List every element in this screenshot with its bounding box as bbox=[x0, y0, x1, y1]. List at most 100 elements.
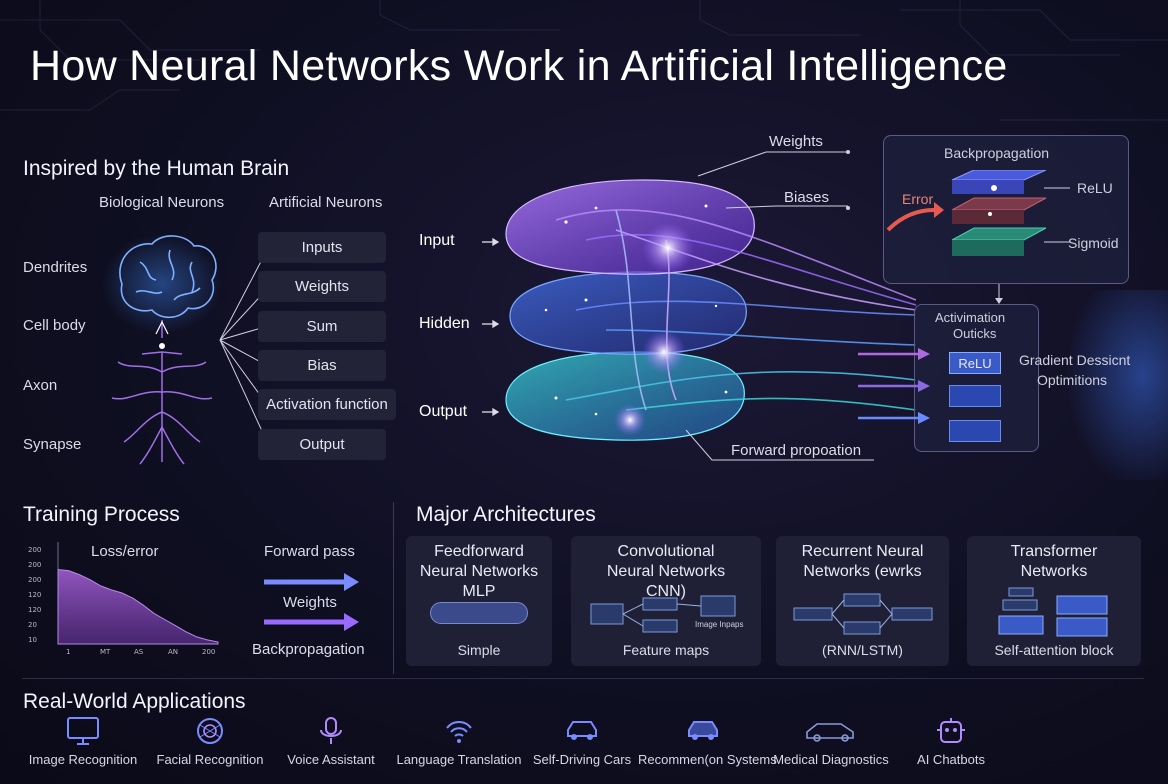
gradient-descent-line2: Optimitions bbox=[1037, 372, 1108, 388]
layer-label-output: Output bbox=[419, 403, 468, 420]
right-glow-decoration bbox=[1040, 290, 1168, 480]
app-name: Facial Recognition bbox=[156, 752, 264, 767]
transformer-subtitle: Self-attention block bbox=[994, 642, 1114, 658]
biological-neurons-header: Biological Neurons bbox=[99, 194, 225, 211]
loss-chart-x-tick: 1 bbox=[66, 648, 70, 656]
loss-area-series bbox=[57, 568, 219, 645]
applications-section-heading: Real-World Applications bbox=[23, 690, 246, 713]
section-divider bbox=[393, 502, 394, 674]
app-name: Language Translation bbox=[396, 752, 522, 767]
loss-chart-y-tick: 10 bbox=[28, 636, 37, 644]
activation-flow-arrows bbox=[858, 348, 930, 424]
cnn-subtitle: Feature maps bbox=[622, 642, 710, 658]
error-arrow-icon bbox=[886, 202, 944, 232]
app-voice-assistant: Voice Assistant bbox=[266, 716, 396, 767]
loss-chart-y-tick: 200 bbox=[28, 561, 41, 569]
training-flow-arrows bbox=[264, 573, 359, 631]
relu-label: ReLU bbox=[1077, 180, 1113, 196]
neuron-activation-box: Activation function bbox=[258, 389, 396, 420]
app-facial-recognition: Facial Recognition bbox=[145, 716, 275, 767]
face-scan-icon bbox=[197, 718, 223, 744]
training-weights-label: Weights bbox=[283, 594, 337, 611]
applications-divider bbox=[22, 678, 1144, 679]
wifi-signal-icon bbox=[446, 721, 472, 743]
transformer-diagram bbox=[998, 587, 1108, 637]
neuron-sum-box: Sum bbox=[258, 311, 386, 342]
backpropagation-panel: Backpropagation Error ReLU Sigmoid bbox=[883, 135, 1129, 284]
architecture-card-rnn: Recurrent Neural Networks (ewrks (RNN/LS… bbox=[776, 536, 949, 666]
rnn-diagram bbox=[793, 593, 933, 635]
brain-icon bbox=[119, 235, 217, 319]
activation-block-3 bbox=[949, 420, 1001, 442]
loss-chart-y-tick: 200 bbox=[28, 546, 41, 554]
bio-label-cell-body: Cell body bbox=[23, 317, 86, 334]
error-label: Error bbox=[902, 191, 934, 207]
training-backprop-label: Backpropagation bbox=[252, 641, 365, 658]
layer-label-input: Input bbox=[419, 232, 455, 249]
app-language-translation: Language Translation bbox=[394, 716, 524, 767]
app-name: Self-Driving Cars bbox=[532, 752, 632, 767]
neuron-icon bbox=[111, 320, 213, 465]
activation-relu-box: ReLU bbox=[949, 352, 1001, 374]
backpropagation-title: Backpropagation bbox=[944, 145, 1050, 161]
cnn-diagram bbox=[590, 595, 736, 633]
neuron-weights-box: Weights bbox=[258, 271, 386, 302]
loss-chart-title: Loss/error bbox=[91, 543, 159, 560]
app-name: Recommen(on Systems bbox=[638, 752, 777, 767]
activation-title-line1: Activimation bbox=[935, 310, 1006, 325]
car-icon bbox=[688, 721, 718, 740]
loss-chart-x-tick: AN bbox=[168, 648, 178, 656]
bio-label-dendrites: Dendrites bbox=[23, 259, 88, 276]
loss-chart-x-tick: MT bbox=[100, 648, 111, 656]
panel-connector-arrow bbox=[995, 284, 1003, 304]
neuron-bias-box: Bias bbox=[258, 350, 386, 381]
cnn-inner-label: Image Inpaps bbox=[695, 620, 744, 629]
feedforward-subtitle: Simple bbox=[457, 642, 501, 658]
neural-network-layers-illustration bbox=[482, 150, 917, 461]
architecture-card-transformer: Transformer Networks Self-attention bloc… bbox=[967, 536, 1141, 666]
robot-icon bbox=[937, 718, 965, 743]
forward-propagation-label: Forward propoation bbox=[731, 442, 862, 459]
app-ai-chatbots: AI Chatbots bbox=[886, 716, 1016, 767]
loss-chart-y-tick: 200 bbox=[28, 576, 41, 584]
training-section-heading: Training Process bbox=[23, 503, 180, 526]
neuron-output-box: Output bbox=[258, 429, 386, 460]
vehicle-outline-icon bbox=[806, 723, 854, 742]
car-icon bbox=[567, 721, 597, 740]
loss-chart-x-tick: AS bbox=[134, 648, 144, 656]
bio-label-axon: Axon bbox=[23, 377, 58, 394]
transformer-title: Transformer Networks bbox=[1010, 543, 1098, 580]
microphone-icon bbox=[320, 717, 342, 744]
rnn-subtitle: (RNN/LSTM) bbox=[822, 642, 903, 658]
backprop-leader-lines bbox=[1044, 187, 1070, 243]
backprop-stack-illustration bbox=[951, 170, 1047, 256]
gradient-descent-line1: Gradient Dessicnt bbox=[1019, 352, 1131, 368]
rnn-title: Recurrent Neural Networks (ewrks bbox=[801, 543, 924, 580]
biases-callout: Biases bbox=[784, 189, 830, 206]
app-name: Image Recognition bbox=[28, 752, 138, 767]
feedforward-title: Feedforward Neural Networks MLP bbox=[419, 543, 539, 600]
layer-label-hidden: Hidden bbox=[419, 315, 470, 332]
app-recommendation-systems: Recommen(on Systems bbox=[638, 716, 777, 767]
loss-chart-y-tick: 20 bbox=[28, 621, 37, 629]
architecture-card-feedforward: Feedforward Neural Networks MLP Simple bbox=[406, 536, 552, 666]
loss-chart-x-tick: 200 bbox=[202, 648, 215, 656]
loss-chart-y-tick: 120 bbox=[28, 606, 41, 614]
monitor-icon bbox=[67, 717, 99, 745]
activation-title-line2: Outicks bbox=[953, 326, 997, 341]
bio-label-synapse: Synapse bbox=[23, 436, 82, 453]
cnn-title: Convolutional Neural Networks CNN) bbox=[606, 543, 726, 600]
page-title: How Neural Networks Work in Artificial I… bbox=[30, 42, 1008, 90]
app-image-recognition: Image Recognition bbox=[18, 716, 148, 767]
neuron-inputs-box: Inputs bbox=[258, 232, 386, 263]
brain-section-heading: Inspired by the Human Brain bbox=[23, 157, 290, 180]
activation-panel: Activimation Outicks ReLU bbox=[914, 304, 1039, 452]
architectures-section-heading: Major Architectures bbox=[416, 503, 596, 526]
forward-pass-label: Forward pass bbox=[264, 543, 355, 560]
sigmoid-label: Sigmoid bbox=[1068, 235, 1119, 251]
activation-block-2 bbox=[949, 385, 1001, 407]
app-name: Voice Assistant bbox=[287, 752, 375, 767]
brain-neuron-illustration bbox=[102, 234, 222, 465]
artificial-neurons-header: Artificial Neurons bbox=[269, 194, 383, 211]
